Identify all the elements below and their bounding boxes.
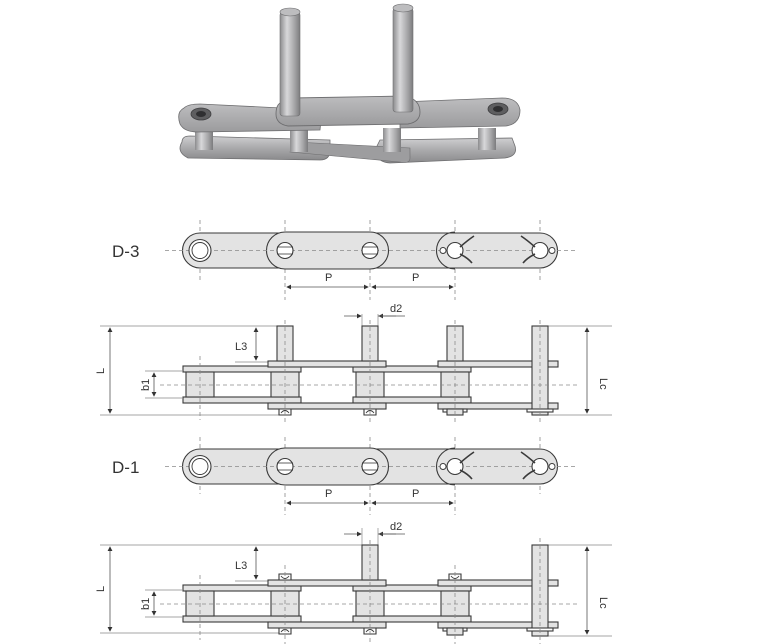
dim-L: L [95,368,107,374]
dim-d2: d2 [390,303,402,315]
top-view-d1: P P [165,437,575,515]
diagram-d1: D-1 [95,437,612,644]
dim-Lc: Lc [597,597,609,609]
diagram-d3: D-3 [95,220,612,422]
side-view-d3: L L3 b1 Lc d2 [95,303,612,422]
dim-L3: L3 [235,341,247,353]
pitch-label: P [412,272,419,284]
pitch-label: P [412,488,419,500]
pitch-label: P [325,488,332,500]
side-view-d1: L L3 b1 Lc d2 [95,521,612,644]
product-photo [178,3,521,164]
dim-L: L [95,586,107,592]
pitch-label: P [325,272,332,284]
dim-b1: b1 [140,379,152,391]
dim-Lc: Lc [597,378,609,390]
variant-label-d1: D-1 [112,458,139,477]
dim-d2: d2 [390,521,402,533]
variant-label-d3: D-3 [112,242,139,261]
dim-b1: b1 [140,598,152,610]
dim-L3: L3 [235,560,247,572]
top-view-d3: P P [165,220,575,300]
